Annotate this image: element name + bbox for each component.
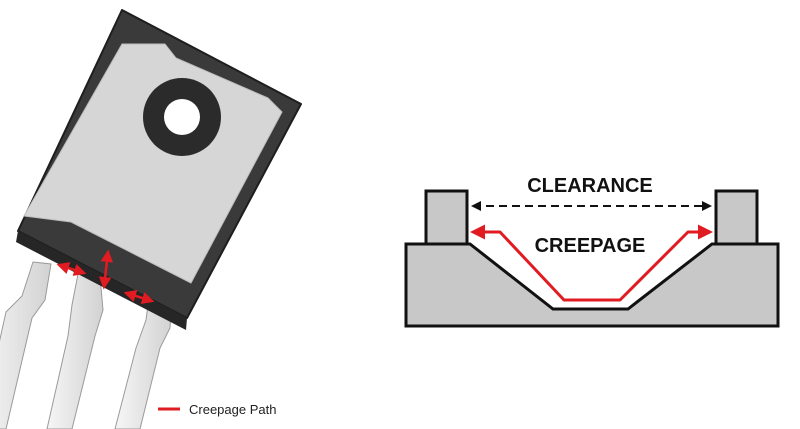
mounting-hole xyxy=(164,99,200,135)
substrate xyxy=(404,242,780,328)
creepage-arrow-vertical xyxy=(98,249,114,290)
legend-label: Creepage Path xyxy=(189,402,276,417)
legend: Creepage Path xyxy=(158,402,276,417)
transistor-package: Creepage Path xyxy=(0,9,302,429)
clearance-creepage-diagram: CLEARANCE CREEPAGE xyxy=(404,175,780,328)
conductor-right xyxy=(714,189,759,246)
creepage-label: CREEPAGE xyxy=(535,235,646,257)
creepage-arrow-right-gap xyxy=(123,289,155,305)
clearance-label: CLEARANCE xyxy=(527,175,653,197)
conductor-left xyxy=(424,189,469,246)
package-leads xyxy=(0,261,173,429)
lead-left xyxy=(0,261,52,429)
creepage-arrow-left-gap xyxy=(56,262,87,276)
package-creepage-arrows xyxy=(56,249,155,305)
creepage-path xyxy=(470,224,713,302)
lead-middle xyxy=(46,273,104,429)
